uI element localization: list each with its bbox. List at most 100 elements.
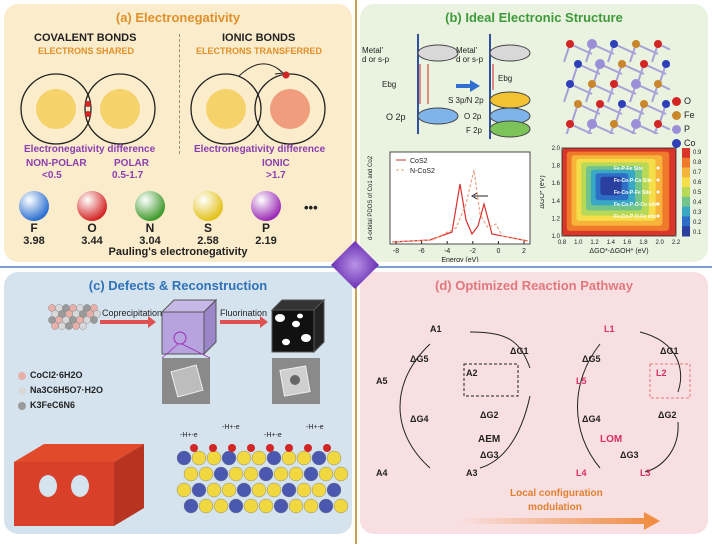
colorbar-segment	[682, 157, 690, 169]
slab-side	[114, 444, 144, 526]
heatmap-xtick: 1.4	[607, 240, 616, 246]
element-symbol: O	[87, 221, 96, 235]
surface-atom	[303, 466, 319, 482]
surface-atom	[183, 466, 199, 482]
covalent-sub: ELECTRONS SHARED	[38, 46, 135, 56]
surface-atom	[243, 498, 259, 514]
lom-dg-label: ΔG5	[582, 354, 601, 364]
element-symbol: N	[146, 221, 155, 235]
pdos-xtick: -4	[444, 248, 450, 255]
aem-dg-label: ΔG4	[410, 414, 429, 424]
site-label: Fe-Co-P-Co Site	[614, 178, 652, 184]
ebg-label-1: Ebg	[382, 80, 397, 89]
atom	[587, 119, 597, 129]
surface-atom	[191, 450, 207, 466]
site-label: Fe-P-Fe Site	[614, 166, 643, 172]
surface-oxygen	[304, 444, 312, 452]
crystal-legend-item: P	[672, 122, 696, 136]
pore	[292, 320, 300, 328]
nonpolar-value: <0.5	[42, 170, 62, 181]
pdos-xtick: -2	[470, 248, 476, 255]
atom	[662, 100, 670, 108]
surface-atom	[303, 498, 319, 514]
surface-oxygen	[285, 444, 293, 452]
surface-atom	[191, 482, 207, 498]
reagent-formula: CoCl2·6H2O	[30, 370, 83, 380]
atom	[610, 120, 618, 128]
lom-node-label: L3	[640, 468, 651, 478]
colorbar-tick: 0.5	[693, 190, 702, 196]
surface-atom	[318, 466, 334, 482]
surface-oxygen	[190, 444, 198, 452]
step-label: -H+-e	[222, 424, 240, 431]
colorbar-tick: 0.2	[693, 220, 702, 226]
atom	[631, 79, 641, 89]
colorbar-segment	[682, 148, 690, 159]
surface-atom	[273, 466, 289, 482]
lom-node-label: L5	[576, 376, 587, 386]
o2p-label-1: O 2p	[386, 112, 406, 122]
reagent-ball-icon	[18, 386, 26, 395]
atom	[587, 39, 597, 49]
colorbar-tick: 0.7	[693, 170, 702, 176]
surface-atom	[288, 466, 304, 482]
aem-dg-label: ΔG2	[480, 410, 499, 420]
s3p-label: S 3p/N 2p	[448, 96, 484, 105]
bond-separator	[179, 34, 180, 154]
shift-arrowhead	[471, 192, 478, 200]
legend-atom-icon	[672, 124, 681, 134]
surface-atom	[228, 466, 244, 482]
metal-label-2: Metal' d or s-p	[456, 46, 484, 64]
atom	[618, 60, 626, 68]
surface-oxygen	[209, 444, 217, 452]
colorbar-segment	[682, 177, 690, 188]
pdos-xtick: -6	[418, 248, 424, 255]
atom	[574, 100, 582, 108]
colorbar-tick: 0.6	[693, 180, 702, 186]
surface-atom	[198, 466, 214, 482]
reagent-item: CoCl2·6H2O	[18, 368, 103, 383]
surface-atom	[258, 498, 274, 514]
colorbar-tick: 0.3	[693, 210, 702, 216]
aem-node-label: A3	[466, 468, 478, 478]
aem-node-label: A5	[376, 376, 388, 386]
site-label: Fe-Co-P-Fe Site	[614, 190, 651, 196]
step-label: -H+-e	[306, 424, 324, 431]
panel-electronegativity: (a) Electronegativity COVALENT BONDS ELE…	[4, 4, 352, 262]
precursor-ball	[83, 316, 91, 324]
ionic-label: IONIC	[262, 158, 290, 169]
surface-atom	[198, 498, 214, 514]
surface-oxygen	[323, 444, 331, 452]
reagent-formula: Na3C6H5O7·H2O	[30, 385, 104, 395]
element-sphere-O	[77, 191, 107, 221]
atom	[566, 40, 574, 48]
precursor-ball	[65, 322, 73, 330]
en-diff-ionic: Electronegativity difference	[194, 144, 326, 155]
pdos-xtick: -8	[393, 248, 399, 255]
surface-atom	[176, 482, 192, 498]
slab-hole	[71, 475, 89, 497]
element-sphere-P	[251, 191, 281, 221]
colorbar-segment	[682, 226, 690, 237]
element-value: 2.58	[197, 235, 218, 244]
aem-node-label: A1	[430, 324, 442, 334]
atom	[654, 40, 662, 48]
covalent-title: COVALENT BONDS	[34, 32, 137, 44]
metal-label-1: Metal' d or s-p	[362, 46, 390, 64]
surface-atom	[206, 450, 222, 466]
colorbar-tick: 0.9	[693, 150, 702, 156]
heatmap-ytick: 1.2	[552, 216, 561, 222]
surface-oxygen	[247, 444, 255, 452]
surface-atom	[318, 498, 334, 514]
site-marker	[656, 190, 660, 194]
heatmap-xlabel: ΔGO*-ΔGOH* (eV)	[589, 248, 648, 255]
surface-atom	[236, 450, 252, 466]
panel-electronic-structure: (b) Ideal Electronic Structure Metal' d …	[360, 4, 708, 262]
legend-atom-label: Fe	[684, 110, 695, 120]
ellipsis: •••	[304, 200, 318, 215]
f2p-label: F 2p	[466, 126, 483, 135]
